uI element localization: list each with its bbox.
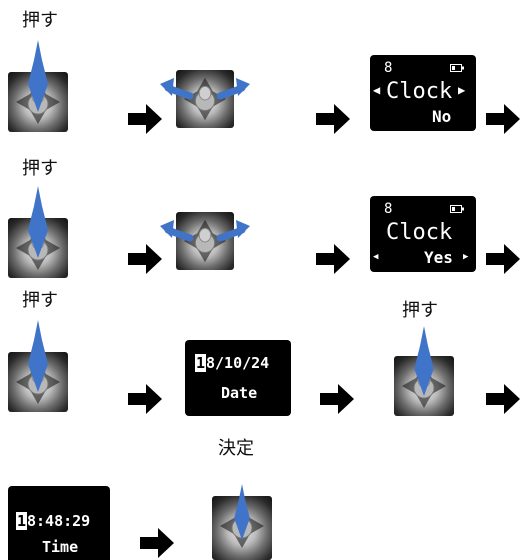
display-main-text: Clock (386, 220, 453, 245)
tilt-left-right-arrows-icon (160, 78, 250, 100)
display-date: 1 8/10/24 Date (185, 340, 291, 416)
flow-arrow-icon (316, 244, 350, 274)
display-bottom-text: No (432, 107, 452, 126)
flow-arrow-icon (128, 104, 162, 134)
battery-icon (450, 64, 464, 72)
joystick-icon (212, 484, 272, 560)
press-down-arrow-icon (234, 484, 250, 540)
right-arrow-icon: ▶ (458, 83, 466, 97)
display-clock-yes: 8 Clock ◀ Yes ▶ (370, 196, 476, 272)
push-label: 押す (22, 158, 58, 179)
display-main-text: Clock (386, 79, 453, 104)
press-down-arrow-icon (28, 40, 48, 112)
joystick-icon (8, 186, 68, 278)
flow-arrow-icon (140, 528, 174, 558)
flow-arrow-icon (316, 104, 350, 134)
display-top-value: 8 (384, 60, 393, 76)
joystick-icon (8, 40, 68, 132)
push-label: 押す (22, 10, 58, 31)
press-down-arrow-icon (28, 320, 48, 392)
left-arrow-icon: ◀ (373, 83, 381, 97)
display-time-value: 8:48:29 (27, 512, 91, 530)
flow-arrow-icon (486, 104, 520, 134)
display-cursor-digit: 1 (195, 354, 207, 372)
display-caption: Date (221, 384, 258, 402)
left-arrow-icon: ◀ (373, 252, 379, 262)
display-bottom-text: Yes (424, 248, 453, 267)
display-time: 1 8:48:29 Time (8, 486, 110, 560)
push-label: 押す (22, 290, 58, 311)
display-clock-no: 8 ◀ Clock ▶ No (370, 55, 476, 131)
press-down-arrow-icon (414, 326, 434, 396)
display-cursor-digit: 1 (16, 512, 28, 530)
confirm-label: 決定 (218, 438, 254, 459)
display-top-value: 8 (384, 201, 393, 217)
display-caption: Time (42, 538, 79, 556)
joystick-tilt-icon (160, 212, 250, 274)
flow-arrow-icon (486, 384, 520, 414)
flow-arrow-icon (320, 384, 354, 414)
joystick-icon (8, 320, 68, 412)
joystick-icon (394, 326, 454, 416)
press-down-arrow-icon (28, 186, 48, 258)
battery-icon (450, 205, 464, 213)
push-label: 押す (402, 300, 438, 321)
flow-arrow-icon (128, 384, 162, 414)
right-arrow-icon: ▶ (463, 252, 469, 262)
joystick-tilt-icon (160, 70, 250, 132)
display-date-value: 8/10/24 (206, 354, 270, 372)
tilt-left-right-arrows-icon (160, 220, 250, 242)
flow-arrow-icon (128, 244, 162, 274)
flow-arrow-icon (486, 244, 520, 274)
